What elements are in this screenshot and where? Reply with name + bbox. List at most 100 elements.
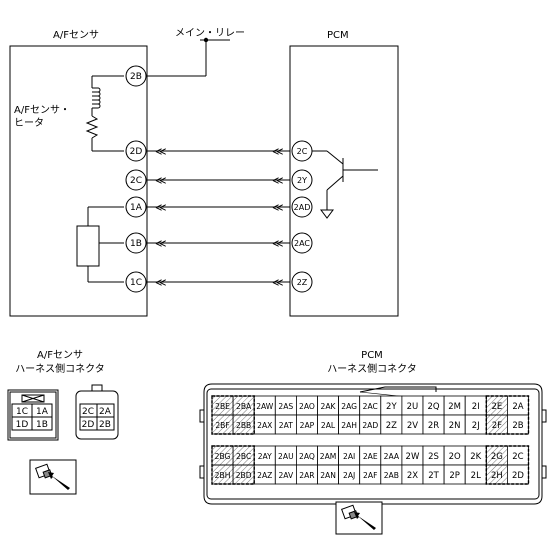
pcm-pin-label: 2AD xyxy=(362,421,378,430)
pcm-connector-subtitle: ハーネス側コネクタ xyxy=(327,362,417,375)
pcm-pin-label: 2AJ xyxy=(343,471,355,480)
pcm-pin-label: 2J xyxy=(472,421,480,431)
sensor-element xyxy=(76,206,124,283)
transistor-icon xyxy=(312,150,378,205)
main-relay-feed xyxy=(147,39,230,77)
pcm-pin-label: 2AM xyxy=(320,452,337,461)
pcm-pin-label: 2AU xyxy=(278,452,294,461)
pcm-pin-label: 2AB xyxy=(384,471,399,480)
pcm-title: PCM xyxy=(327,30,349,41)
pcm-pin-2ad: 2AD xyxy=(294,203,311,212)
connector-view-icon xyxy=(335,501,383,535)
af-sensor-box xyxy=(9,45,148,317)
pcm-pin-group xyxy=(485,395,530,435)
pcm-pin-label: 2AK xyxy=(321,402,337,411)
pcm-pin-group xyxy=(211,395,255,435)
sensor-pin-1a: 1A xyxy=(130,203,143,213)
harness-wires xyxy=(147,150,290,283)
pcm-pin-label: 2AZ xyxy=(257,471,272,480)
af-connector-subtitle: ハーネス側コネクタ xyxy=(15,362,105,375)
pcm-pin-label: 2AE xyxy=(363,452,378,461)
pcm-pin-label: 2AG xyxy=(341,402,357,411)
sensor-pin-1b: 1B xyxy=(130,239,142,249)
pcm-pin-label: 2O xyxy=(449,452,461,462)
pcm-pin-label: 2BD xyxy=(236,471,252,480)
af-connector-title: A/Fセンサ xyxy=(37,349,83,361)
pcm-pin-label: 2H xyxy=(491,471,503,481)
heater-circuit xyxy=(85,75,124,152)
af-left-1c: 1C xyxy=(16,407,28,417)
pcm-pin-label: 2BF xyxy=(215,421,229,430)
pcm-pin-label: 2R xyxy=(428,421,439,431)
pcm-pin-circles xyxy=(291,140,313,293)
pcm-pin-label: 2AX xyxy=(257,421,272,430)
pcm-pin-label: 2BG xyxy=(215,452,231,461)
af-connector-right xyxy=(75,384,119,440)
pcm-pin-label: 2BC xyxy=(236,452,251,461)
pcm-pin-label: 2N xyxy=(449,421,461,431)
pcm-pin-label: 2M xyxy=(448,402,461,412)
pcm-pin-label: 2AA xyxy=(384,452,400,461)
pcm-pin-label: 2K xyxy=(470,452,481,462)
pcm-connector-title: PCM xyxy=(361,350,383,361)
connector-chevrons: ≪≪ ≪≪ ≪≪ ≪≪ ≪≪ xyxy=(155,145,284,289)
pcm-pin-label: 2AL xyxy=(321,421,336,430)
pcm-pin-label: 2Y xyxy=(386,402,397,412)
pcm-pin-label: 2P xyxy=(449,471,460,481)
pcm-pin-label: 2AO xyxy=(299,402,315,411)
svg-text:≪: ≪ xyxy=(272,237,284,250)
svg-text:≪: ≪ xyxy=(272,201,284,214)
main-relay-label: メイン・リレー xyxy=(175,28,245,39)
pcm-pin-label: 2X xyxy=(407,471,418,481)
pcm-pin-2ac: 2AC xyxy=(294,239,310,248)
pcm-pin-label: 2AR xyxy=(299,471,315,480)
pcm-pin-label: 2L xyxy=(471,471,481,481)
pcm-pin-label: 2F xyxy=(492,421,502,431)
svg-text:≪: ≪ xyxy=(272,276,284,289)
pcm-pin-label: 2C xyxy=(512,452,523,462)
svg-text:≪: ≪ xyxy=(155,201,167,214)
pcm-pin-label: 2S xyxy=(428,452,439,462)
svg-text:≪: ≪ xyxy=(155,145,167,158)
af-right-2c: 2C xyxy=(82,407,94,417)
svg-text:≪: ≪ xyxy=(155,237,167,250)
heater-label-2: ヒータ xyxy=(14,117,44,129)
svg-text:≪: ≪ xyxy=(155,276,167,289)
pcm-pin-label: 2V xyxy=(407,421,418,431)
af-left-1b: 1B xyxy=(36,420,48,430)
pcm-pin-label: 2BA xyxy=(236,402,252,411)
pcm-pin-group xyxy=(485,445,530,485)
pcm-pin-label: 2AC xyxy=(363,402,378,411)
af-left-1a: 1A xyxy=(36,407,49,417)
pcm-pin-2z: 2Z xyxy=(297,278,308,287)
svg-text:≪: ≪ xyxy=(272,145,284,158)
sensor-pin-1c: 1C xyxy=(130,278,142,288)
pcm-pin-label: 2D xyxy=(512,471,524,481)
af-sensor-title: A/Fセンサ xyxy=(53,29,99,41)
pcm-pin-label: 2Q xyxy=(427,402,439,412)
pcm-pin-label: 2BH xyxy=(215,471,231,480)
pcm-pin-label: 2Z xyxy=(386,421,397,431)
pcm-pin-label: 2AW xyxy=(256,402,274,411)
sensor-pin-2c: 2C xyxy=(130,176,142,186)
pcm-pin-label: 2E xyxy=(491,402,502,412)
heater-label: A/Fセンサ・ xyxy=(14,104,70,116)
pcm-pin-label: 2AI xyxy=(343,452,355,461)
sensor-pin-2b: 2B xyxy=(130,72,142,82)
pcm-pin-label: 2AP xyxy=(300,421,315,430)
pcm-pin-2c: 2C xyxy=(297,147,308,156)
connector-view-icon xyxy=(29,459,77,495)
pcm-pin-label: 2G xyxy=(491,452,503,462)
pcm-pin-label: 2BE xyxy=(215,402,230,411)
af-right-2b: 2B xyxy=(99,420,111,430)
svg-text:≪: ≪ xyxy=(155,174,167,187)
main-relay-junction xyxy=(203,37,209,43)
af-left-1d: 1D xyxy=(16,420,29,430)
sensor-pin-circles xyxy=(125,65,147,293)
pcm-pin-label: 2AV xyxy=(278,471,294,480)
pcm-pin-label: 2BB xyxy=(236,421,251,430)
pcm-pin-label: 2T xyxy=(428,471,439,481)
pcm-pin-label: 2AT xyxy=(279,421,293,430)
